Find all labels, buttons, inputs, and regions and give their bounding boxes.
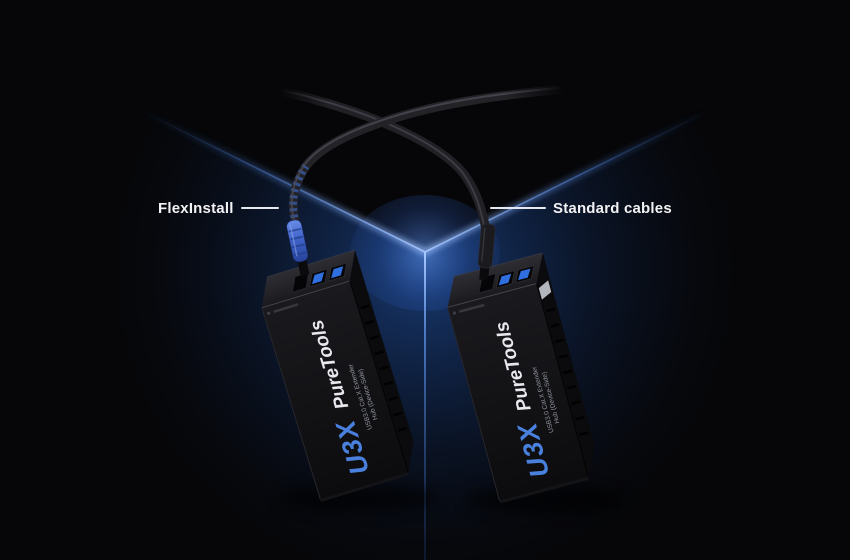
device-top-face: [447, 252, 543, 308]
cube-edges: [138, 107, 712, 560]
edge-shade: [349, 280, 409, 473]
device-base: [499, 476, 590, 504]
usb-port-tongue: [312, 272, 325, 285]
connector-highlight: [481, 227, 486, 262]
cube-edge-left: [139, 109, 426, 253]
vent-slots: [546, 307, 589, 437]
edge-highlight: [453, 252, 543, 278]
flexinstall-connector: [286, 219, 310, 276]
device-top-face: [261, 250, 355, 308]
edge-shade: [261, 307, 321, 500]
standard-cables-callout: Standard cables: [490, 199, 672, 217]
flexinstall-callout: FlexInstall: [158, 199, 279, 217]
cube-edge-right: [424, 109, 711, 253]
standard-cables-label: Standard cables: [553, 199, 672, 217]
flexinstall-label: FlexInstall: [158, 199, 234, 217]
left-device: U3X PureTools USB3.0 Cat.X Extender Hub …: [261, 249, 414, 502]
edge-highlight: [261, 280, 350, 309]
usb-port-tongue: [498, 273, 512, 286]
device-base: [320, 472, 410, 502]
standard-connector: [477, 223, 496, 281]
tiny-logo-dot: [452, 311, 457, 315]
usb-port-tongue: [331, 266, 344, 279]
edge-highlight: [266, 249, 356, 278]
vent-slots: [360, 304, 408, 432]
top-ports: [292, 262, 347, 293]
connector-highlight: [289, 224, 298, 257]
device-front-face: [261, 280, 409, 500]
edge-shade: [536, 283, 589, 477]
right-device: U3X PureTools USB3.0 Cat.X Extender Hub …: [447, 252, 595, 504]
flexinstall-cable: [288, 84, 569, 229]
edge-highlight: [447, 283, 537, 308]
edge-shade: [447, 307, 500, 501]
flexinstall-leader-line: [240, 207, 279, 209]
device-front-face: [447, 283, 589, 501]
standard-cables-leader-line: [490, 207, 546, 209]
sticker-label: [538, 280, 552, 300]
connector-ridges: [288, 227, 307, 256]
standard-cable: [276, 87, 491, 235]
tiny-logo-dot: [267, 311, 271, 315]
tiny-print: [273, 303, 299, 313]
tiny-print: [459, 304, 485, 313]
usb-port-tongue: [518, 268, 531, 281]
